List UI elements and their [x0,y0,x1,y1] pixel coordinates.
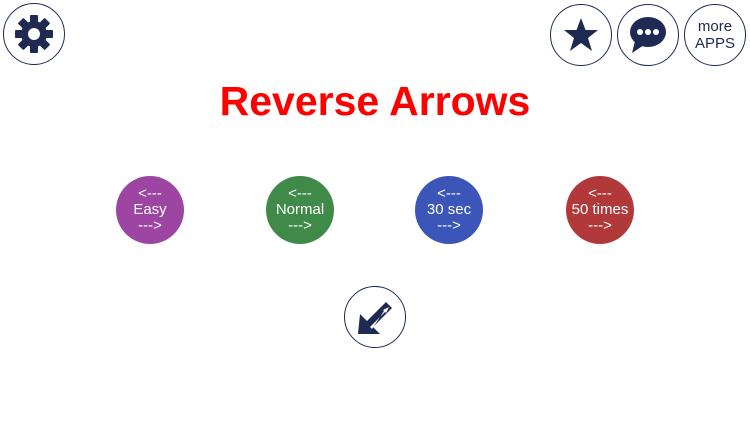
arrow-left-text: <--- [437,185,461,202]
settings-button[interactable] [3,3,65,65]
arrow-right-text: ---> [288,217,312,234]
more-apps-line1: more [697,18,733,35]
reverse-arrows-icon [358,302,392,334]
mode-normal-button[interactable]: <--- Normal ---> [266,176,334,244]
arrow-right-text: ---> [437,217,461,234]
arrow-left-text: <--- [138,185,162,202]
mode-label: 50 times [571,201,629,218]
mode-50times-button[interactable]: <--- 50 times ---> [566,176,634,244]
reverse-arrows-logo-button[interactable] [344,286,406,348]
mode-label: 30 sec [426,201,472,218]
more-apps-button[interactable]: more APPS [684,4,746,66]
mode-label: Normal [275,201,325,218]
arrow-right-text: ---> [588,217,612,234]
chat-button[interactable] [617,4,679,66]
mode-label: Easy [133,201,167,218]
arrow-left-text: <--- [588,185,612,202]
gear-icon [15,15,53,53]
star-icon [564,18,598,51]
arrow-left-text: <--- [288,185,312,202]
arrow-right-text: ---> [138,217,162,234]
mode-easy-button[interactable]: <--- Easy ---> [116,176,184,244]
favorite-button[interactable] [550,4,612,66]
chat-bubble-icon [630,17,666,53]
page-title: Reverse Arrows [219,78,531,124]
more-apps-line2: APPS [694,35,736,52]
mode-30sec-button[interactable]: <--- 30 sec ---> [415,176,483,244]
